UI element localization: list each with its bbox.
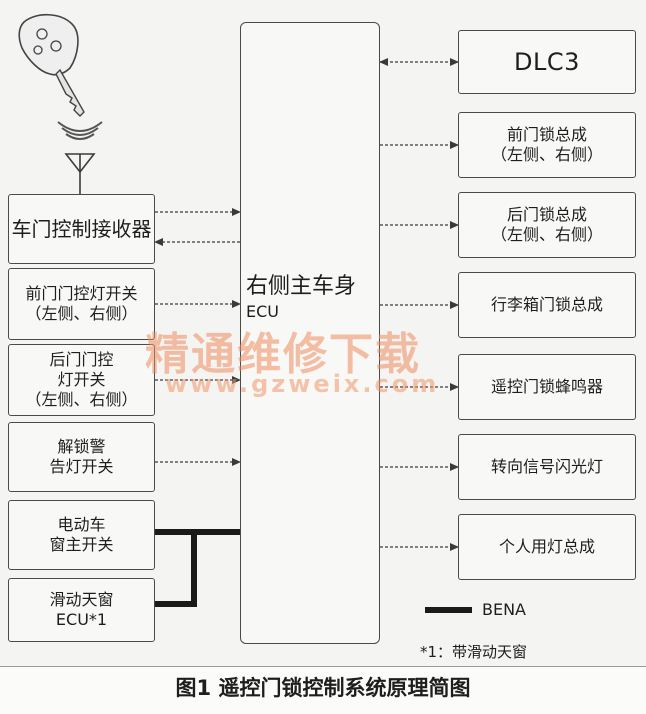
component-label-line: 告灯开关 — [49, 457, 114, 476]
component-label-line: 窗主开关 — [49, 535, 114, 554]
rear-door-courtesy-switch-box: 后门门控灯开关（左侧、右侧） — [8, 344, 155, 416]
component-label-line: 电动车 — [57, 515, 106, 534]
component-label-line: （左侧、右侧） — [25, 304, 138, 323]
front-door-courtesy-switch-box: 前门门控灯开关（左侧、右侧） — [8, 268, 155, 340]
component-label-line: 解锁警 — [57, 437, 106, 456]
watermark-url: www.gzweix.com — [165, 370, 440, 398]
footnote: *1：带滑动天窗 — [420, 643, 528, 661]
watermark-text: 精通维修下载 — [145, 329, 421, 380]
legend-bus-label: BENA — [482, 600, 526, 619]
component-label-line: 前门门控灯开关 — [25, 284, 138, 303]
power-window-master-switch-box: 电动车窗主开关 — [8, 500, 155, 570]
front-door-lock-box: 前门锁总成（左侧、右侧） — [458, 112, 636, 178]
unlock-warning-switch-box: 解锁警告灯开关 — [8, 422, 155, 492]
component-label-line: 行李箱门锁总成 — [490, 295, 603, 314]
figure-caption: 图1 遥控门锁控制系统原理简图 — [175, 676, 471, 700]
luggage-door-lock-box: 行李箱门锁总成 — [458, 272, 636, 338]
ecu-title: 右侧主车身 — [246, 274, 357, 299]
signal-waves-icon — [57, 121, 103, 140]
connection-lines — [18, 13, 472, 613]
component-label-line: 转向信号闪光灯 — [490, 457, 603, 476]
component-label-line: （左侧、右侧） — [490, 225, 603, 244]
component-label-line: （左侧、右侧） — [25, 390, 138, 409]
component-label-line: （左侧、右侧） — [490, 145, 603, 164]
component-label-line: 后门锁总成 — [506, 205, 587, 224]
component-label-line: DLC3 — [514, 48, 580, 76]
component-label-line: 灯开关 — [57, 370, 106, 389]
personal-light-box: 个人用灯总成 — [458, 514, 636, 580]
component-label-line: 滑动天窗 — [49, 590, 114, 609]
wireless-buzzer-box: 遥控门锁蜂鸣器 — [458, 354, 636, 420]
turn-signal-flasher-box: 转向信号闪光灯 — [458, 434, 636, 500]
rear-door-lock-box: 后门锁总成（左侧、右侧） — [458, 192, 636, 258]
dlc3-box: DLC3 — [458, 30, 636, 94]
right-main-body-ecu — [240, 22, 380, 644]
door-control-receiver-box: 车门控制接收器 — [8, 194, 155, 264]
component-label-line: 遥控门锁蜂鸣器 — [490, 377, 603, 396]
component-label-line: 后门门控 — [49, 350, 114, 369]
ecu-subtitle: ECU — [246, 302, 279, 321]
component-label-line: 前门锁总成 — [506, 125, 587, 144]
component-label-line: 个人用灯总成 — [498, 537, 595, 556]
component-label-line: ECU*1 — [55, 610, 108, 629]
key-fob-icon — [18, 13, 85, 117]
bena-bus-line — [152, 529, 243, 607]
component-label-line: 车门控制接收器 — [11, 216, 152, 241]
antenna-icon — [64, 153, 96, 194]
